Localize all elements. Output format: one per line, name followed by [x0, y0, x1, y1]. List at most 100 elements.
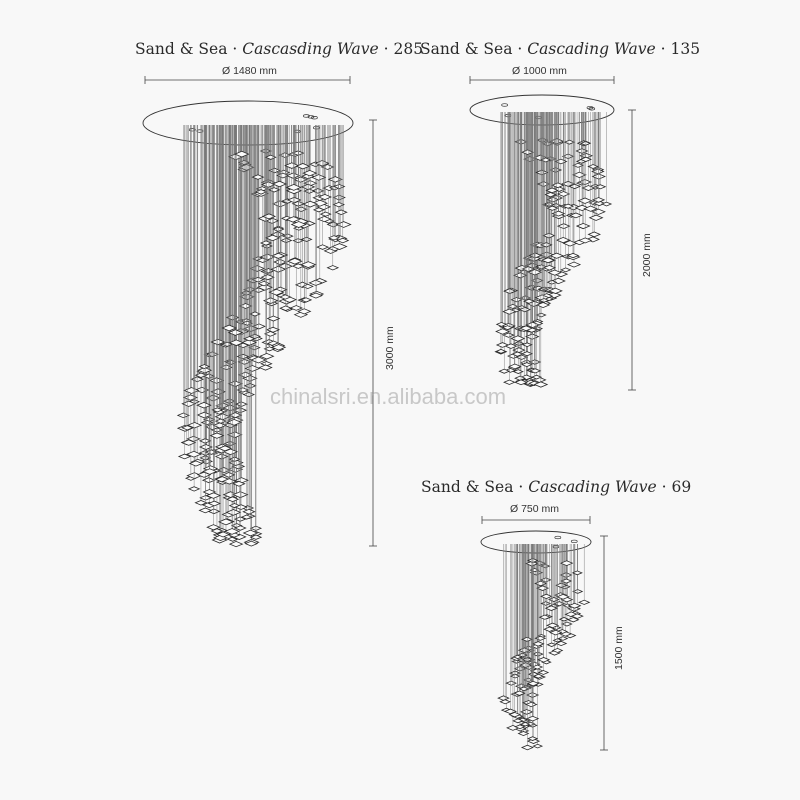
pendant-crystal	[569, 212, 583, 219]
pendant-crystal	[187, 486, 201, 492]
pendant-crystal	[227, 465, 244, 473]
pendant-crystal	[520, 744, 534, 751]
pendant-crystal	[233, 525, 247, 531]
pendant-crystal	[319, 211, 332, 217]
pendant-crystal	[546, 205, 559, 211]
pendant-crystal	[508, 363, 522, 370]
pendant-crystal	[527, 736, 539, 741]
pendant-crystal	[285, 184, 302, 191]
pendant-crystal	[286, 257, 303, 265]
pendant-crystal	[234, 504, 248, 510]
pendant-crystal	[531, 374, 543, 380]
pendant-crystal	[266, 315, 281, 322]
pendant-crystal	[546, 279, 558, 285]
pendant-crystal	[228, 339, 244, 346]
pendant-crystal	[271, 180, 288, 188]
pendant-crystal	[194, 372, 208, 378]
pendant-crystal	[290, 221, 307, 228]
pendant-crystal	[555, 640, 568, 647]
pendant-crystal	[536, 585, 550, 591]
pendant-crystal	[535, 169, 549, 176]
pendant-crystal	[578, 599, 591, 605]
pendant-crystal	[547, 269, 562, 276]
pendant-crystal	[251, 174, 265, 180]
pendant-crystal	[227, 329, 244, 336]
pendant-crystal	[190, 376, 205, 383]
pendant-crystal	[542, 232, 556, 239]
pendant-crystal	[495, 349, 507, 354]
pendant-crystal	[261, 213, 277, 220]
pendant-crystal	[520, 362, 533, 368]
pendant-crystal	[206, 524, 221, 531]
pendant-crystal	[214, 453, 229, 460]
pendant-crystal	[549, 252, 564, 259]
pendant-crystal	[335, 221, 352, 228]
pendant-crystal	[271, 344, 287, 351]
pendant-crystal	[497, 695, 510, 701]
pendant-crystal	[297, 308, 312, 315]
pendant-crystal	[241, 339, 258, 346]
pendant-crystal	[572, 589, 584, 594]
pendant-crystal	[508, 711, 522, 718]
pendant-crystal	[533, 381, 549, 388]
pendant-crystal	[185, 450, 202, 458]
pendant-crystal	[514, 724, 526, 730]
pendant-crystal	[512, 347, 526, 353]
pendant-crystal	[310, 174, 327, 181]
pendant-crystal	[234, 150, 250, 158]
pendant-crystal	[209, 432, 225, 439]
pendant-crystal	[265, 326, 281, 333]
pendant-crystal	[243, 336, 256, 342]
title-135: Sand & Sea · Cascading Wave · 135	[420, 40, 701, 58]
pendant-crystal	[555, 236, 571, 244]
diameter-label-285: Ø 1480 mm	[222, 65, 277, 77]
pendant-crystal	[336, 237, 350, 244]
pendant-crystal	[546, 622, 560, 629]
canopy-dot	[311, 116, 318, 120]
pendant-crystal	[331, 243, 348, 250]
pendant-crystal	[521, 342, 533, 348]
pendant-crystal	[566, 252, 580, 259]
pendant-crystal	[499, 699, 512, 705]
canopy-dot	[188, 128, 196, 132]
pendant-crystal	[222, 404, 239, 412]
pendant-crystal	[575, 222, 591, 230]
pendant-crystal	[240, 514, 253, 520]
pendant-crystal	[242, 508, 256, 515]
pendant-crystal	[198, 444, 213, 450]
pendant-crystal	[551, 182, 565, 189]
pendant-crystal	[546, 642, 557, 647]
pendant-crystal	[495, 321, 508, 327]
pendant-crystal	[540, 563, 551, 569]
pendant-crystal	[194, 500, 208, 506]
pendant-crystal	[544, 192, 557, 198]
pendant-crystal	[503, 288, 517, 294]
pendant-crystal	[525, 560, 539, 567]
pendant-crystal	[558, 617, 570, 622]
canopy-285	[142, 100, 354, 146]
pendant-crystal	[254, 189, 268, 195]
pendant-crystal	[567, 602, 582, 609]
pendant-crystal	[196, 411, 213, 419]
pendant-crystal	[571, 570, 583, 576]
pendant-crystal	[591, 208, 606, 215]
pendant-crystal	[563, 139, 576, 145]
pendant-crystal	[562, 203, 575, 209]
pendant-crystal	[182, 394, 198, 401]
pendant-crystal	[263, 346, 276, 352]
pendant-crystal	[529, 368, 542, 374]
pendant-crystal	[519, 295, 532, 301]
pendant-crystal	[547, 597, 560, 602]
pendant-crystal	[278, 152, 292, 158]
pendant-crystal	[588, 214, 604, 221]
pendant-crystal	[535, 312, 547, 318]
pendant-crystal	[197, 367, 213, 374]
pendant-crystal	[243, 383, 257, 389]
pendant-crystal	[557, 636, 569, 641]
canopy-dot	[313, 126, 320, 130]
pendant-crystal	[278, 294, 292, 300]
pendant-crystal	[526, 680, 540, 687]
pendant-crystal	[524, 721, 536, 727]
pendant-crystal	[512, 654, 523, 660]
pendant-crystal	[551, 210, 566, 217]
